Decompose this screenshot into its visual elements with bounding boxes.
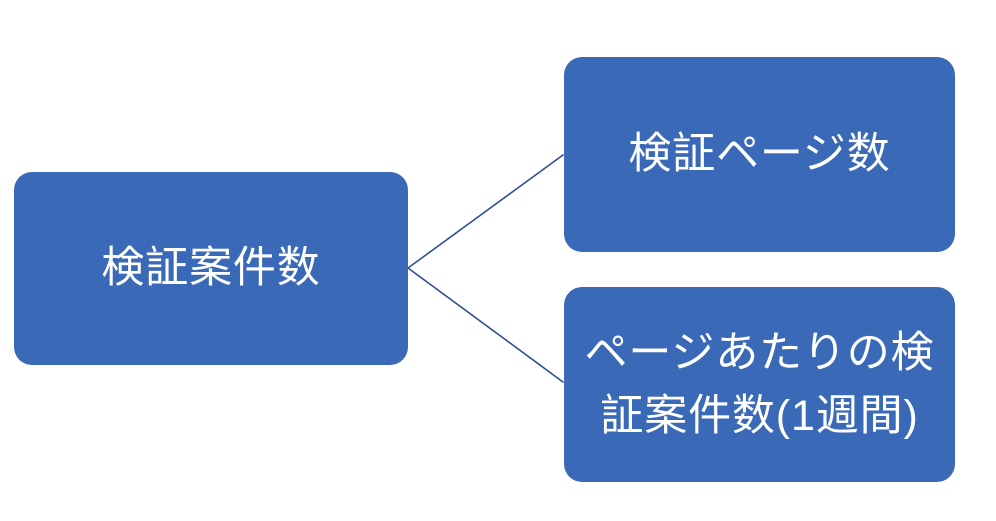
node-cases-per-page-label: ページあたりの検 証案件数(1週間): [584, 329, 935, 440]
node-root-verification-cases[interactable]: 検証案件数: [14, 172, 408, 365]
node-verification-pages[interactable]: 検証ページ数: [564, 57, 955, 252]
node-root-label: 検証案件数: [101, 244, 321, 293]
node-cases-per-page[interactable]: ページあたりの検 証案件数(1週間): [564, 287, 955, 482]
connector-root-to-pages: [407, 154, 564, 269]
connector-root-to-per-page: [407, 267, 564, 383]
node-verification-pages-label: 検証ページ数: [628, 130, 891, 179]
